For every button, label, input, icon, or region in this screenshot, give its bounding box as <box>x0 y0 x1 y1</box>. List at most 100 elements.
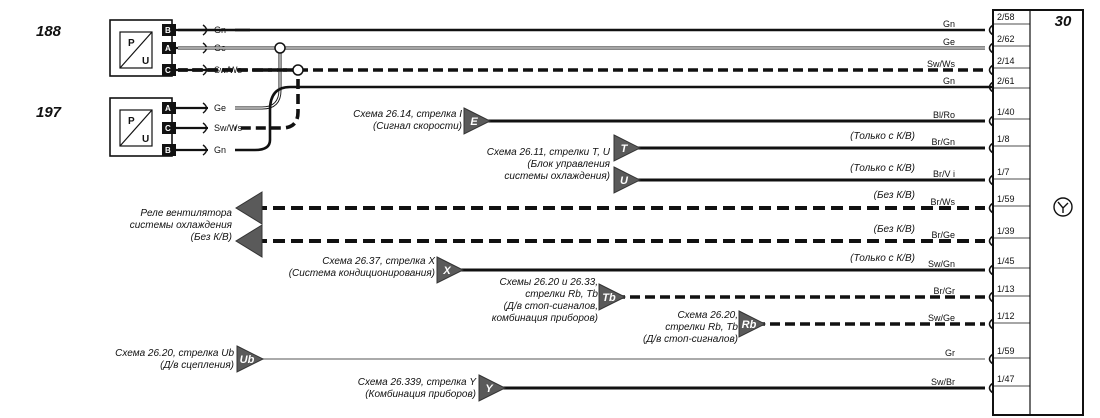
wire-note: (Только с К/В) <box>850 131 915 142</box>
connection-arrow <box>235 224 263 258</box>
connector-pin: 1/13 <box>997 284 1015 294</box>
connector-pin: 2/61 <box>997 76 1015 86</box>
wire-color-label: Ge <box>214 103 226 113</box>
wire-terminal <box>988 64 994 76</box>
wire-color-label: Sw/Ws <box>214 123 242 133</box>
connector-pin: 2/14 <box>997 56 1015 66</box>
connection-arrow <box>436 256 465 284</box>
connector-pin: 2/62 <box>997 34 1015 44</box>
component-197-id: 197 <box>36 104 62 121</box>
labels: Схема 26.14, стрелка I(Сигнал скорости) С… <box>115 109 915 400</box>
arrow-caption: Схемы 26.20 и 26.33, <box>500 277 599 288</box>
connector-pin: 1/40 <box>997 107 1015 117</box>
wire-color-label: Sw/Ge <box>928 313 955 323</box>
arrow-letter: X <box>442 265 451 277</box>
arrow-caption: комбинация приборов) <box>492 312 598 324</box>
ground-icon <box>1053 197 1073 217</box>
connection-arrow <box>463 107 492 135</box>
arrow-caption: (Блок управления <box>527 159 610 170</box>
arrow-caption: стрелки Rb, Tb <box>525 289 598 300</box>
wire-note: (Только с К/В) <box>850 163 915 174</box>
arrow-caption: системы охлаждения <box>130 220 233 231</box>
arrow-caption: (Сигнал скорости) <box>373 121 462 132</box>
wire-terminal <box>988 291 994 303</box>
wire-color-label: Gr <box>945 348 955 358</box>
wire-note: (Без К/В) <box>874 190 915 201</box>
arrow-caption: Схема 26.37, стрелка X <box>322 256 435 267</box>
connection-arrow <box>236 345 265 373</box>
arrow-caption: системы охлаждения) <box>504 171 610 182</box>
wire-terminal <box>988 24 994 36</box>
connection-arrow <box>613 166 642 194</box>
connector-pin: 1/47 <box>997 374 1015 384</box>
connector-pin: 1/12 <box>997 311 1015 321</box>
connection-arrow <box>598 283 627 311</box>
arrow-letter: Rb <box>742 319 757 331</box>
component-188-id: 188 <box>36 23 62 40</box>
connection-arrow <box>613 134 642 162</box>
wire-color-label: Sw/Ws <box>927 59 955 69</box>
wire-terminal <box>988 318 994 330</box>
arrow-caption: Схема 26.20, стрелка Ub <box>115 348 234 359</box>
connection-arrow <box>235 191 263 225</box>
sensor-p: P <box>128 38 135 49</box>
component-pin: A <box>165 44 171 53</box>
component-pin: A <box>165 104 171 113</box>
connector-pin: 1/7 <box>997 167 1010 177</box>
wire-color-label: Sw/Br <box>931 377 955 387</box>
pin-block <box>162 42 176 54</box>
pin-block <box>162 24 176 36</box>
wire-color-label: Br/Ws <box>931 197 956 207</box>
wire-terminal <box>988 174 994 186</box>
wire-color-label: Bl/Ro <box>933 110 955 120</box>
arrow-letter: U <box>620 175 629 187</box>
sensor-u: U <box>142 134 149 145</box>
arrow-letter: E <box>470 116 478 128</box>
connector-pin: 1/59 <box>997 194 1015 204</box>
arrow-letter: Ub <box>240 354 255 366</box>
pin-block <box>162 144 176 156</box>
pin-block <box>162 64 176 76</box>
wire-terminal <box>988 202 994 214</box>
wire-terminal <box>988 235 994 247</box>
arrow-caption: Схема 26.14, стрелка I <box>353 109 462 120</box>
wire-terminal <box>988 382 994 394</box>
connector-pin: 1/59 <box>997 346 1015 356</box>
arrow-caption: (Без К/В) <box>191 232 232 243</box>
connector-pin: 1/8 <box>997 134 1010 144</box>
arrow-caption: Схема 26.339, стрелка Y <box>358 377 478 388</box>
connector-30: 30 2/582/622/142/611/401/81/71/591/391/4… <box>992 9 1084 416</box>
wire-terminal <box>988 264 994 276</box>
wire-terminal <box>988 142 994 154</box>
component-links <box>235 42 993 152</box>
connector-pin: 1/39 <box>997 226 1015 236</box>
component-pin: B <box>165 26 171 35</box>
component-pin: C <box>165 124 171 133</box>
wire-color-label: Gn <box>943 76 955 86</box>
arrow-caption: (Д/в стоп-сигналов, <box>504 301 598 312</box>
connector-pin: 2/58 <box>997 12 1015 22</box>
arrow-letter: Y <box>485 383 494 395</box>
arrow-caption: (Д/в сцепления) <box>160 360 234 371</box>
wire-note: (Только с К/В) <box>850 253 915 264</box>
wire-color-label: Br/V i <box>933 169 955 179</box>
arrow-caption: Реле вентилятора <box>140 208 232 219</box>
sensor-p: P <box>128 116 135 127</box>
wire-terminal <box>988 115 994 127</box>
wire-color-label: Br/Gr <box>934 286 956 296</box>
arrow-caption: Схема 26.11, стрелки T, U <box>487 147 611 158</box>
pin-block <box>162 122 176 134</box>
pin-block <box>162 102 176 114</box>
arrow-caption: (Комбинация приборов) <box>365 388 476 400</box>
component-pin: C <box>165 66 171 75</box>
component-pin: B <box>165 146 171 155</box>
arrow-letter: T <box>621 143 629 155</box>
connection-arrow <box>478 374 507 402</box>
arrow-letter: Tb <box>602 292 616 304</box>
connection-arrow <box>738 310 767 338</box>
arrow-caption: (Д/в стоп-сигналов) <box>643 334 738 345</box>
arrow-caption: Схема 26.20, <box>677 310 738 321</box>
wire-terminal <box>988 42 994 54</box>
